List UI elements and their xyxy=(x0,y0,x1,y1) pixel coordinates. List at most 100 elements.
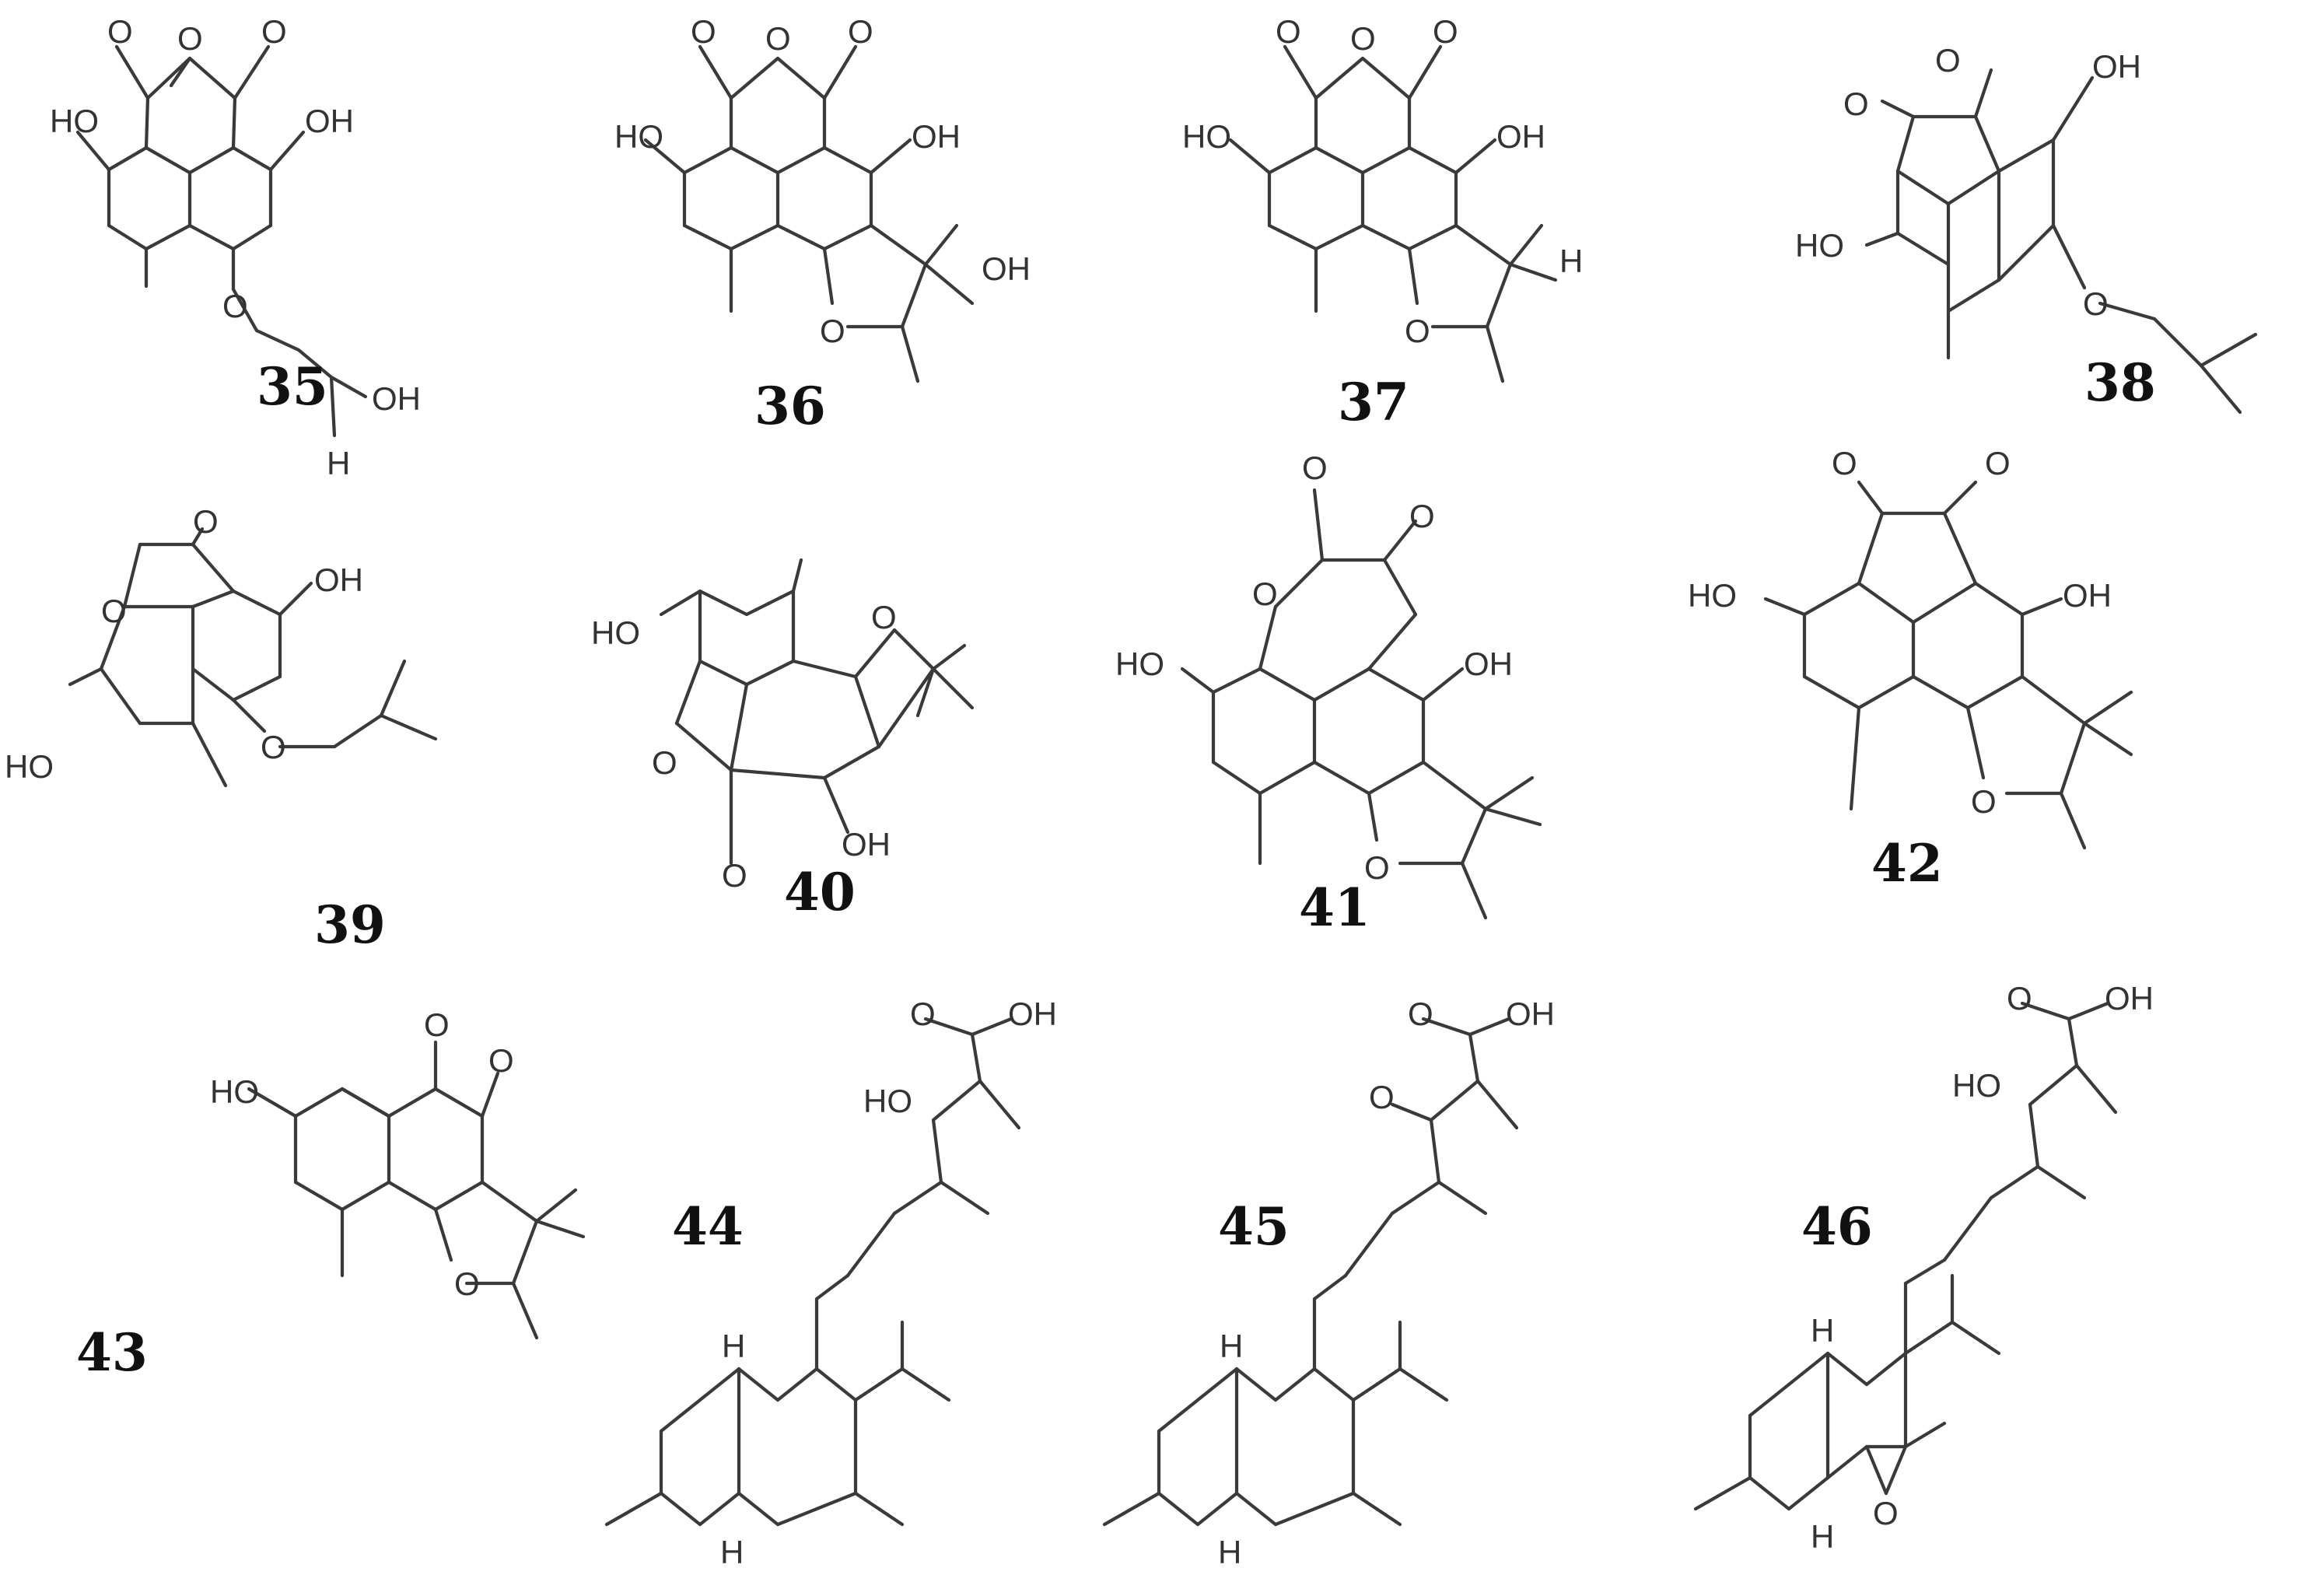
atom-label: OH xyxy=(842,826,891,863)
atom-label: HO xyxy=(1688,577,1737,614)
atom-label: OH xyxy=(372,380,421,417)
atom-label: O xyxy=(101,593,127,629)
atom-label: OH xyxy=(2092,48,2141,85)
atom-label: OH xyxy=(2105,980,2154,1017)
atom-label: O xyxy=(488,1042,514,1079)
atom-label: HO xyxy=(1795,227,1844,264)
atom-label: O xyxy=(424,1006,450,1043)
atom-label: O xyxy=(1971,783,1997,820)
atom-label: O xyxy=(107,13,133,50)
atom-label: O xyxy=(1408,996,1433,1032)
atom-label: O xyxy=(1276,13,1301,50)
atom-label: OH xyxy=(982,250,1031,287)
compound-40: HO O O O OH 40 xyxy=(591,558,975,922)
atom-label: OH xyxy=(1464,646,1513,682)
compound-39: O OH O HO O 39 xyxy=(5,503,438,955)
compound-number: 43 xyxy=(76,1322,148,1383)
compound-43: O O HO O 43 xyxy=(76,1006,586,1383)
atom-label: HO xyxy=(5,748,54,785)
compound-number: 46 xyxy=(1801,1196,1873,1257)
structure-42-bonds xyxy=(1763,480,2133,850)
atom-label: O xyxy=(765,20,791,57)
atom-label: O xyxy=(177,20,203,57)
atom-label: O xyxy=(2007,980,2032,1017)
atom-label: O xyxy=(1369,1079,1395,1115)
atom-label: OH xyxy=(314,562,363,598)
structure-36-bonds xyxy=(643,44,975,383)
atom-label: O xyxy=(1843,86,1869,122)
atom-label: O xyxy=(1364,849,1390,886)
compound-number: 36 xyxy=(754,376,826,436)
atom-label: O xyxy=(652,744,677,781)
atom-label: H xyxy=(1559,243,1583,279)
atom-label: O xyxy=(1350,20,1376,57)
atom-label: OH xyxy=(2063,577,2112,614)
atom-label: HO xyxy=(210,1073,259,1110)
atom-label: O xyxy=(820,313,845,349)
atom-label: HO xyxy=(863,1083,912,1119)
compound-36: O O O HO OH OH O 36 xyxy=(614,13,1031,436)
compound-number: 40 xyxy=(784,862,856,922)
atom-label: O xyxy=(722,857,747,894)
compound-number: 37 xyxy=(1338,372,1409,432)
atom-label: O xyxy=(1873,1495,1899,1531)
atom-label: O xyxy=(261,13,287,50)
atom-label: HO xyxy=(591,614,640,651)
compound-number: 35 xyxy=(257,356,328,417)
atom-label: H xyxy=(1811,1312,1834,1349)
atom-label: OH xyxy=(1008,996,1057,1032)
atom-label: OH xyxy=(305,103,354,139)
structure-43-bonds xyxy=(247,1040,586,1340)
compound-number: 39 xyxy=(314,894,386,955)
compound-45: O OH O H H 45 xyxy=(1102,996,1555,1570)
atom-label: H xyxy=(1220,1328,1243,1364)
atom-label: H xyxy=(722,1328,745,1364)
atom-label: O xyxy=(691,13,716,50)
structure-41-bonds xyxy=(1180,488,1542,920)
compound-number: 44 xyxy=(672,1196,744,1257)
atom-label: O xyxy=(1985,445,2011,481)
compound-35: O O O HO OH O OH H 35 xyxy=(50,13,421,481)
structure-45-bonds xyxy=(1102,1017,1519,1527)
atom-label: O xyxy=(1405,313,1430,349)
atom-label: O xyxy=(2083,285,2109,322)
atom-label: OH xyxy=(1506,996,1555,1032)
structure-46-bonds xyxy=(1693,1001,2118,1511)
atom-label: O xyxy=(910,996,936,1032)
structure-35-bonds xyxy=(75,44,368,438)
structure-38-bonds xyxy=(1864,68,2258,415)
atom-label: OH xyxy=(1496,118,1545,155)
compound-number: 38 xyxy=(2084,352,2156,413)
compound-46: O OH HO H H O 46 xyxy=(1693,980,2154,1555)
atom-label: H xyxy=(1218,1534,1241,1570)
atom-label: O xyxy=(222,288,248,324)
atom-label: O xyxy=(848,13,873,50)
atom-label: O xyxy=(1433,13,1458,50)
atom-label: O xyxy=(261,729,286,765)
atom-label: O xyxy=(193,503,219,540)
atom-label: HO xyxy=(1182,118,1231,155)
atom-label: H xyxy=(720,1534,744,1570)
compound-42: O O HO OH O 42 xyxy=(1688,445,2133,894)
atom-label: OH xyxy=(912,118,961,155)
atom-label: H xyxy=(1811,1518,1834,1555)
compound-38: O O OH HO O 38 xyxy=(1795,42,2258,415)
atom-label: O xyxy=(1252,576,1278,612)
atom-label: O xyxy=(1409,498,1435,534)
compound-41: O O O HO OH O 41 xyxy=(1115,450,1542,938)
structure-44-bonds xyxy=(604,1017,1021,1527)
compound-44: O OH HO H H 44 xyxy=(604,996,1057,1570)
atom-label: HO xyxy=(1952,1067,2001,1104)
atom-label: O xyxy=(1832,445,1857,481)
structure-37-bonds xyxy=(1228,44,1558,383)
atom-label: HO xyxy=(614,118,663,155)
compound-number: 45 xyxy=(1218,1196,1290,1257)
atom-label: O xyxy=(1302,450,1328,486)
atom-label: O xyxy=(454,1265,480,1302)
atom-label: HO xyxy=(50,103,99,139)
atom-label: HO xyxy=(1115,646,1164,682)
compound-37: O O O HO OH H O 37 xyxy=(1182,13,1583,432)
atom-label: O xyxy=(1935,42,1961,79)
atom-label: H xyxy=(327,445,350,481)
